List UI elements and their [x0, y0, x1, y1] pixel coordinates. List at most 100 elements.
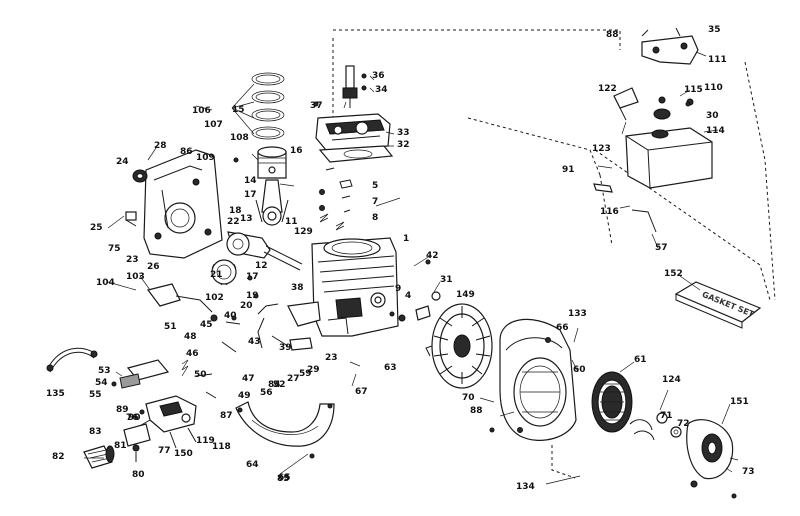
callout-111: 111	[708, 55, 727, 65]
callout-27: 27	[287, 374, 300, 384]
callout-75: 75	[108, 244, 121, 254]
callout-14: 14	[244, 176, 257, 186]
callout-47: 47	[242, 374, 255, 384]
callout-76: 76	[126, 413, 139, 423]
callout-151: 151	[730, 397, 749, 407]
callout-42: 42	[426, 251, 439, 261]
callout-9: 9	[395, 284, 401, 294]
carb-bowl	[123, 423, 151, 462]
callout-15: 15	[232, 105, 245, 115]
fuel-tank	[625, 127, 713, 189]
drain-plug	[125, 211, 137, 227]
callout-134: 134	[516, 482, 535, 492]
callout-88b: 88	[470, 406, 483, 416]
callout-63: 63	[384, 363, 397, 373]
callout-103: 103	[126, 272, 145, 282]
callout-52: 52	[273, 380, 286, 390]
callout-133: 133	[568, 309, 587, 319]
callout-108: 108	[230, 133, 249, 143]
callout-21: 21	[210, 270, 223, 280]
callout-70: 70	[462, 393, 475, 403]
callout-84: 84	[268, 380, 281, 390]
callout-104: 104	[96, 278, 115, 288]
callout-83: 83	[89, 427, 102, 437]
piston-rings	[251, 72, 285, 140]
callout-149: 149	[456, 290, 475, 300]
crankshaft	[226, 231, 303, 271]
callout-90: 90	[128, 413, 141, 423]
piston	[257, 146, 287, 179]
callout-32: 32	[397, 140, 410, 150]
callout-152: 152	[664, 269, 683, 279]
callout-36: 36	[372, 71, 385, 81]
callout-116: 116	[600, 207, 619, 217]
callout-19: 19	[246, 291, 259, 301]
callout-106: 106	[192, 106, 211, 116]
callout-80: 80	[132, 470, 145, 480]
cylinder-baffle	[235, 401, 335, 447]
callout-129: 129	[294, 227, 313, 237]
callout-51: 51	[164, 322, 177, 332]
callout-53: 53	[98, 366, 111, 376]
fastener-dots	[139, 73, 737, 499]
callout-66: 66	[556, 323, 569, 333]
callout-115: 115	[684, 85, 703, 95]
carburetor	[135, 395, 197, 449]
fuel-line	[593, 183, 657, 233]
callout-22: 22	[227, 217, 240, 227]
callout-82: 82	[52, 452, 65, 462]
callout-33: 33	[397, 128, 410, 138]
leader-lines	[84, 51, 739, 485]
oil-seal	[132, 169, 148, 183]
callout-31: 31	[440, 275, 453, 285]
callout-48: 48	[184, 332, 197, 342]
head-gasket	[318, 145, 394, 163]
callout-labels: 1 4 5 7 8 9 11 12 13 14 15 16 17 17 18 1…	[46, 25, 755, 492]
callout-26: 26	[147, 262, 160, 272]
connecting-rod	[255, 179, 289, 226]
callout-39: 39	[279, 343, 292, 353]
callout-4: 4	[405, 291, 411, 301]
callout-150: 150	[174, 449, 193, 459]
gasket-set-box: GASKET SET	[674, 281, 762, 329]
callout-30: 30	[706, 111, 719, 121]
callout-13: 13	[240, 214, 253, 224]
callout-107: 107	[204, 120, 223, 130]
callout-25: 25	[90, 223, 103, 233]
callout-28: 28	[154, 141, 167, 151]
callout-64: 64	[246, 460, 259, 470]
valve-parts	[319, 167, 353, 231]
callout-91: 91	[562, 165, 575, 175]
callout-118: 118	[212, 442, 231, 452]
callout-5: 5	[372, 181, 378, 191]
governor-linkage	[146, 283, 289, 353]
throttle-plate	[111, 359, 170, 389]
fuel-tank-cap	[653, 96, 694, 120]
callout-49: 49	[238, 391, 251, 401]
callout-43: 43	[248, 337, 261, 347]
callout-16: 16	[290, 146, 303, 156]
callout-114: 114	[706, 126, 725, 136]
callout-77: 77	[158, 446, 171, 456]
callout-67: 67	[355, 387, 368, 397]
callout-11: 11	[285, 217, 298, 227]
callout-59: 59	[299, 369, 312, 379]
cylinder-head	[315, 113, 391, 151]
callout-123: 123	[592, 144, 611, 154]
callout-85: 85	[277, 474, 290, 484]
callout-23b: 23	[325, 353, 338, 363]
callout-61: 61	[634, 355, 647, 365]
callout-8: 8	[372, 213, 378, 223]
callout-88a: 88	[606, 30, 619, 40]
cylinder-block	[311, 237, 399, 337]
governor-spring	[181, 359, 217, 399]
callout-87: 87	[220, 411, 233, 421]
callout-56: 56	[260, 388, 273, 398]
callout-122: 122	[598, 84, 617, 94]
callout-12: 12	[255, 261, 268, 271]
cam-gear	[211, 259, 237, 286]
callout-54: 54	[95, 378, 108, 388]
callout-18: 18	[229, 206, 242, 216]
callout-7: 7	[372, 197, 378, 207]
